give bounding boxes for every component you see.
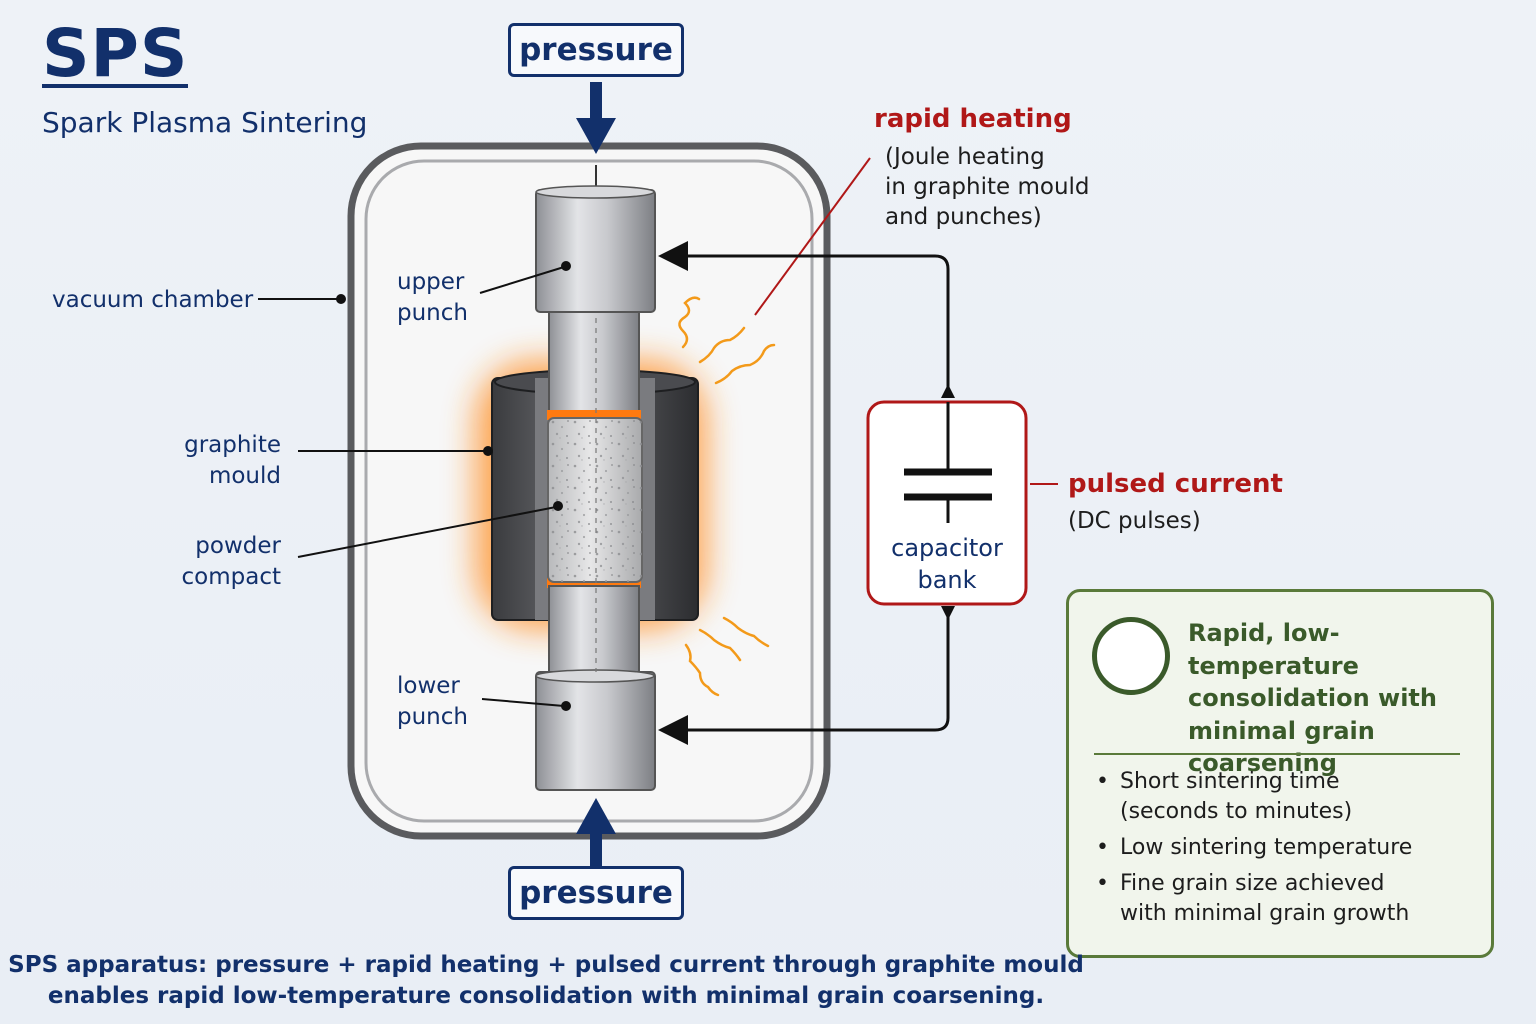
lower-punch-rod — [548, 585, 640, 677]
title-underline — [42, 84, 188, 88]
upper-punch-rod — [548, 299, 640, 413]
pressure-arrow-bottom — [590, 830, 602, 866]
rapid-heating-note: (Joule heating in graphite mould and pun… — [885, 144, 1090, 230]
pressure-arrow-top — [590, 82, 602, 122]
page-subtitle: Spark Plasma Sintering — [42, 106, 368, 139]
capacitor-bank-label: capacitor bank — [891, 534, 1003, 594]
lower-punch-head — [535, 671, 656, 791]
summary-divider — [1094, 753, 1460, 755]
vacuum-chamber-label: vacuum chamber — [52, 287, 254, 313]
page-title: SPS — [42, 15, 189, 92]
upper-punch-head — [535, 189, 656, 313]
summary-bullet-list: Short sintering time (seconds to minutes… — [1094, 767, 1474, 935]
rapid-heating-title: rapid heating — [874, 104, 1072, 134]
summary-bullet: Fine grain size achieved with minimal gr… — [1094, 869, 1474, 929]
summary-bullet: Short sintering time (seconds to minutes… — [1094, 767, 1474, 827]
heat-waves-upper — [678, 296, 776, 385]
pressure-label-top: pressure — [508, 23, 684, 77]
pulsed-current-note: (DC pulses) — [1068, 508, 1201, 534]
figure-caption: SPS apparatus: pressure + rapid heating … — [8, 952, 1084, 1009]
pulsed-current-title: pulsed current — [1068, 469, 1283, 499]
heat-waves-lower — [684, 616, 770, 697]
pressure-label-bottom: pressure — [508, 866, 684, 920]
check-circle-icon — [1092, 617, 1170, 695]
summary-bullet: Low sintering temperature — [1094, 833, 1474, 863]
current-circuit — [658, 241, 950, 745]
summary-title: Rapid, low-temperature consolidation wit… — [1188, 619, 1437, 777]
